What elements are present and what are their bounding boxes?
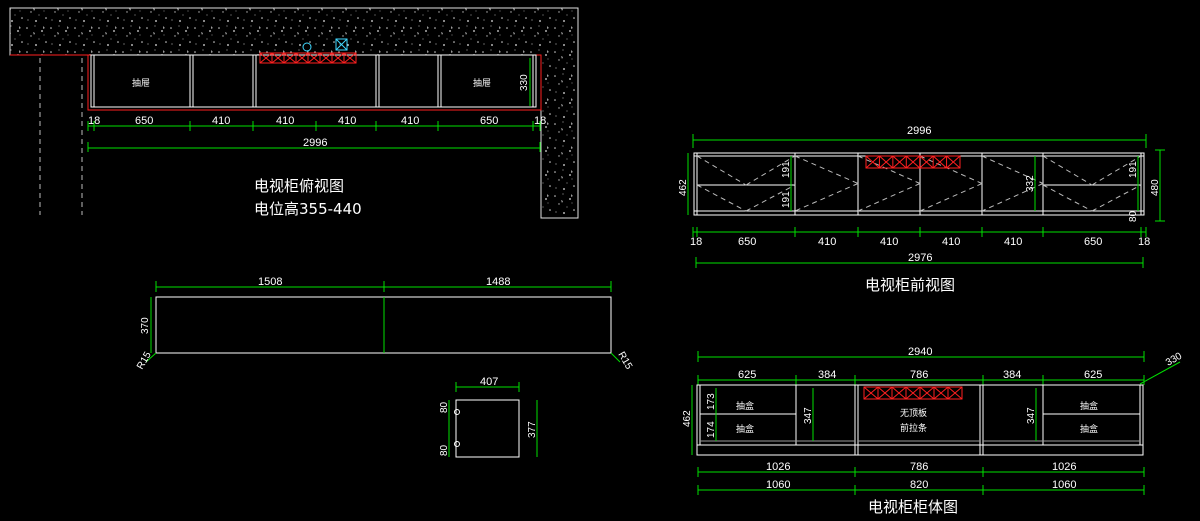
front-inner-right-bottom: 80: [1128, 210, 1139, 222]
top-drawer-label-right: 抽屉: [473, 77, 491, 89]
top-view-title: 电视柜俯视图: [254, 177, 344, 195]
top-seg-4: 410: [276, 115, 294, 127]
front-inner-left-bottom: 191: [781, 191, 792, 208]
tv-socket-icon: [302, 42, 312, 52]
front-inner-mid: 332: [1025, 175, 1036, 192]
body-bottom-seg-2: 820: [910, 479, 928, 491]
small-panel-hole-top: 80: [439, 401, 450, 413]
panel-right-width: 1488: [486, 276, 510, 288]
body-height: 462: [682, 410, 693, 427]
front-height-right: 480: [1150, 179, 1161, 196]
small-panel-height: 377: [527, 421, 538, 438]
body-drawer-3: 抽盒: [1080, 400, 1098, 412]
front-cabinet: [693, 152, 1145, 216]
body-mid-seg-3: 1026: [1052, 461, 1076, 473]
body-drawer-4: 抽盒: [1080, 423, 1098, 435]
front-inner-left-top: 191: [781, 161, 792, 178]
body-top-seg-5: 625: [1084, 369, 1102, 381]
body-center-label-1: 无顶板: [900, 407, 927, 419]
body-left-top: 173: [706, 393, 717, 410]
body-top-seg-3: 786: [910, 369, 928, 381]
top-seg-1: 18: [88, 115, 100, 127]
front-inner-right-top: 191: [1128, 161, 1139, 178]
top-seg-7: 650: [480, 115, 498, 127]
body-top-seg-4: 384: [1003, 369, 1021, 381]
body-drawer-1: 抽盒: [736, 400, 754, 412]
body-view: 2940 330 625 384 786 384 625 462 173 174…: [682, 346, 1184, 516]
front-seg-2: 650: [738, 236, 756, 248]
cable-grommet-strip: [259, 52, 357, 64]
front-height-left: 462: [678, 179, 689, 196]
body-bottom-seg-3: 1060: [1052, 479, 1076, 491]
top-seg-8: 18: [534, 115, 546, 127]
top-view-subtitle: 电位高355-440: [254, 200, 362, 218]
top-view: 抽屉 抽屉 330 18 650 410 410 410 410 650 18 …: [9, 7, 579, 219]
front-top-total: 2996: [907, 125, 931, 137]
body-inner-left: 347: [803, 407, 814, 424]
front-view-title: 电视柜前视图: [865, 276, 955, 294]
small-panel-width: 407: [480, 376, 498, 388]
top-seg-3: 410: [212, 115, 230, 127]
body-side-depth: 330: [1164, 351, 1184, 369]
body-view-title: 电视柜柜体图: [868, 498, 958, 516]
panel-depth: 370: [140, 317, 151, 334]
tv-box-icon: [335, 38, 348, 51]
body-cabinet: [696, 384, 1144, 456]
front-seg-5: 410: [942, 236, 960, 248]
small-panel-view: 407 80 80 377: [439, 376, 538, 458]
top-total-dim: 2996: [303, 137, 327, 149]
top-cabinet-body: [90, 54, 537, 108]
front-seg-6: 410: [1004, 236, 1022, 248]
body-center-label-2: 前拉条: [900, 422, 927, 434]
top-seg-2: 650: [135, 115, 153, 127]
front-seg-7: 650: [1084, 236, 1102, 248]
front-seg-1: 18: [690, 236, 702, 248]
small-panel-hole-bottom: 80: [439, 444, 450, 456]
top-drawer-label-left: 抽屉: [132, 77, 150, 89]
body-mid-seg-1: 1026: [766, 461, 790, 473]
top-panel-view: 1508 1488 370 R15 R15: [135, 276, 634, 372]
body-top-seg-2: 384: [818, 369, 836, 381]
top-seg-5: 410: [338, 115, 356, 127]
front-seg-3: 410: [818, 236, 836, 248]
front-seg-4: 410: [880, 236, 898, 248]
body-bottom-seg-1: 1060: [766, 479, 790, 491]
body-drawer-2: 抽盒: [736, 423, 754, 435]
front-view: 2996 462 191 191 332 191 80 480 18: [678, 125, 1165, 294]
top-depth-dim: 330: [519, 74, 530, 91]
body-inner-right: 347: [1026, 407, 1037, 424]
body-left-bottom: 174: [706, 421, 717, 438]
small-panel: [455, 399, 520, 458]
body-mid-seg-2: 786: [910, 461, 928, 473]
body-top-total: 2940: [908, 346, 932, 358]
front-bottom-total: 2976: [908, 252, 932, 264]
panel-left-width: 1508: [258, 276, 282, 288]
body-top-seg-1: 625: [738, 369, 756, 381]
top-seg-6: 410: [401, 115, 419, 127]
front-seg-8: 18: [1138, 236, 1150, 248]
